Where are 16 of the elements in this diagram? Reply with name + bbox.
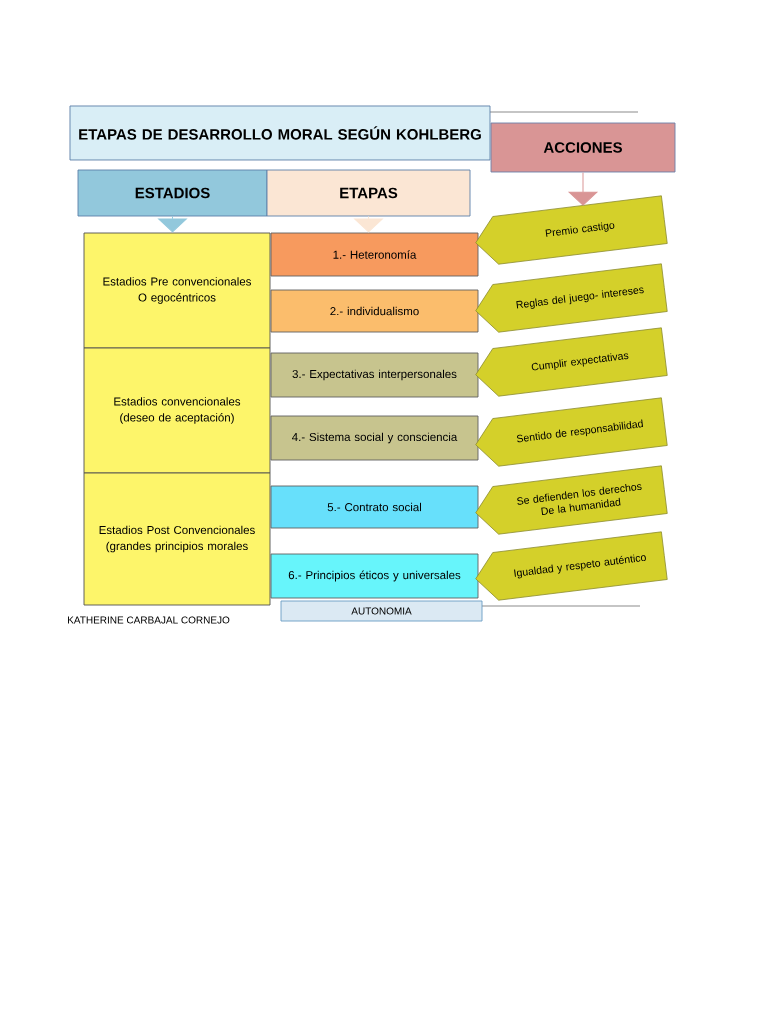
stage-step-box: 5.- Contrato social: [270, 485, 479, 529]
header-box: ACCIONES: [490, 122, 676, 173]
stage-step-box: 1.- Heteronomía: [270, 232, 479, 277]
stage-step-box: 6.- Principios éticos y universales: [270, 553, 479, 599]
note-box: AUTONOMIA: [280, 600, 483, 622]
stage-step-box: 3.- Expectativas interpersonales: [270, 352, 479, 398]
stage-box: Estadios Post Convencionales (grandes principios morales: [83, 472, 271, 606]
stage-box: Estadios convencionales (deseo de aceptación): [83, 347, 271, 474]
arrow: [354, 215, 383, 233]
header-box: ETAPAS DE DESARROLLO MORAL SEGÚN KOHLBERG: [69, 105, 491, 161]
arrow: [568, 171, 598, 206]
stage-box: Estadios Pre convencionales O egocéntricos: [83, 232, 271, 349]
author-name: KATHERINE CARBAJAL CORNEJO: [68, 616, 230, 624]
stage-step-box: 2.- individualismo: [270, 289, 479, 333]
stage-step-box: 4.- Sistema social y consciencia: [270, 415, 479, 461]
arrow: [158, 215, 187, 233]
